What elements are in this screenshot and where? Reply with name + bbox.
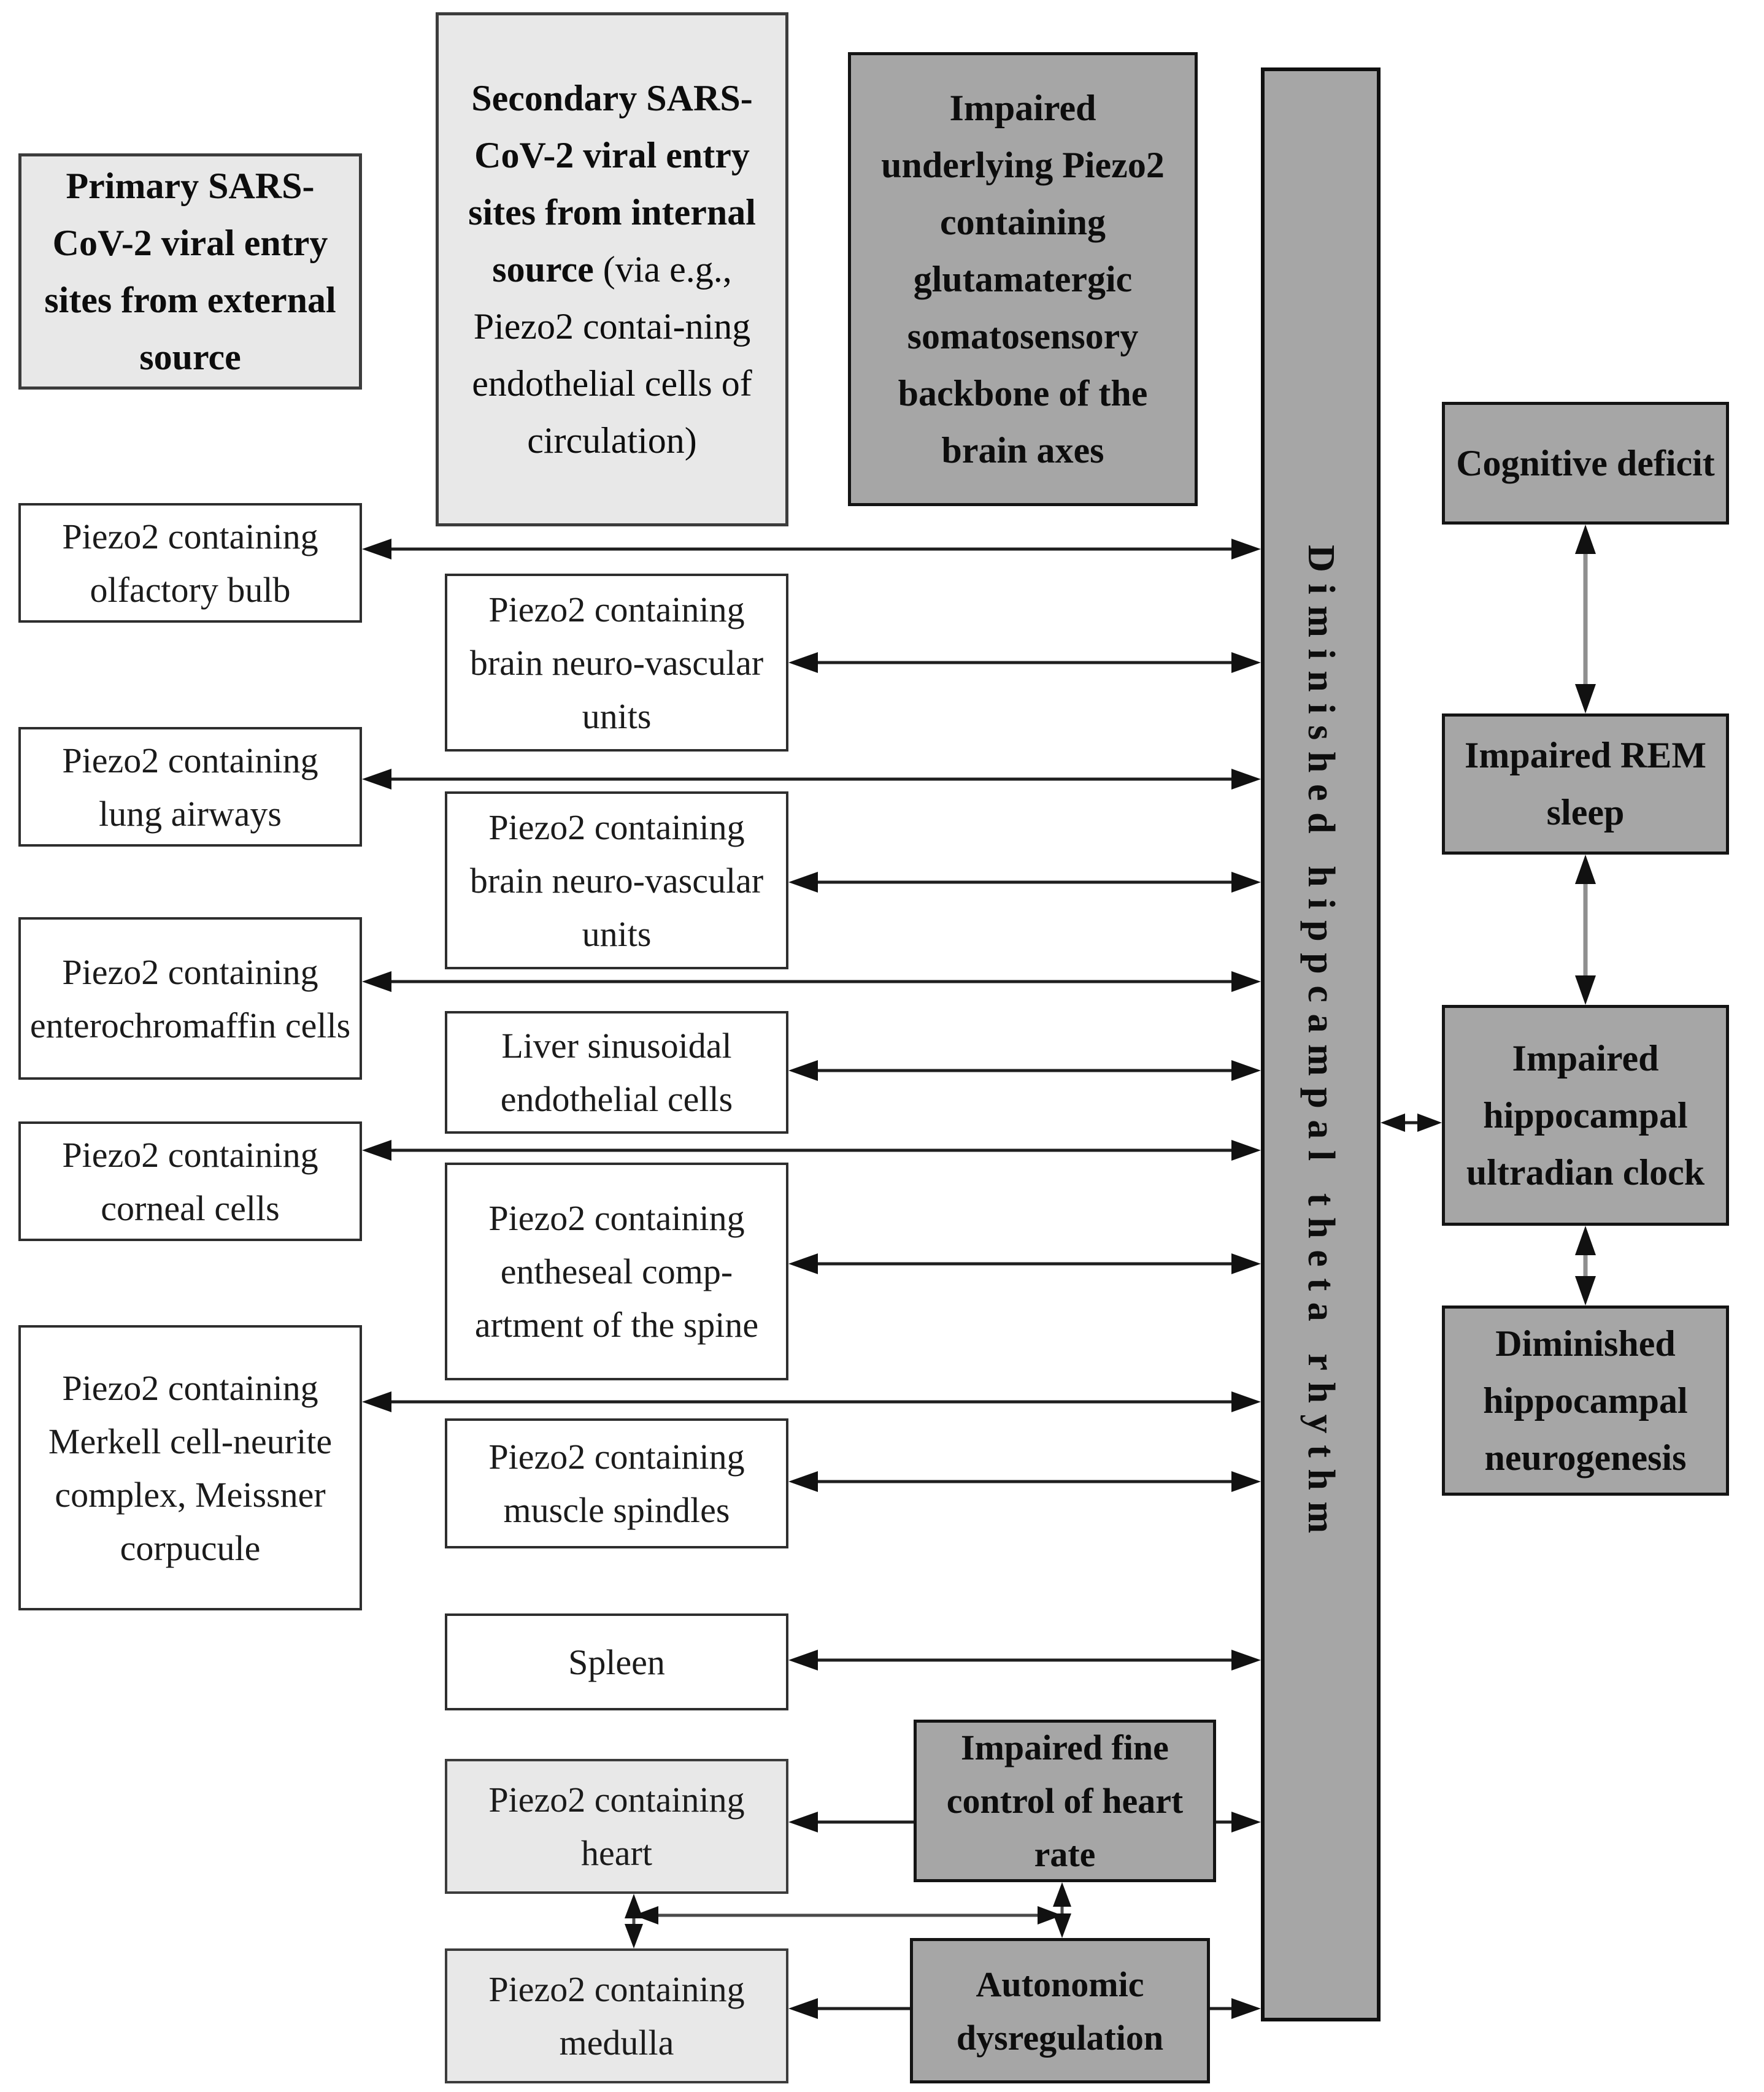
box-impaired-heart-rate-control-label: Impaired fine control of heart rate	[946, 1728, 1184, 1874]
box-muscle-spindles: Piezo2 containing muscle spindles	[445, 1418, 788, 1548]
box-autonomic-dysregulation-label: Autonomic dysregulation	[956, 1964, 1164, 2058]
double-arrow-heart-medulla	[625, 1894, 643, 1948]
box-merkell-meissner: Piezo2 containing Merkell cell-neurite c…	[18, 1325, 362, 1610]
box-spleen: Spleen	[445, 1613, 788, 1710]
box-impaired-ultradian-clock-label: Impaired hippocampal ultradian clock	[1466, 1037, 1705, 1193]
box-enterochromaffin-cells-label: Piezo2 containing enterochromaffin cells	[29, 952, 351, 1045]
central-bar-diminished-theta: Diminished hippcampal theta rhythm	[1261, 67, 1381, 2021]
double-arrow-cognitive-rem	[1575, 525, 1596, 713]
box-impaired-heart-rate-control: Impaired fine control of heart rate	[914, 1720, 1216, 1882]
box-corneal-cells: Piezo2 containing corneal cells	[18, 1121, 362, 1241]
arrow-heartratebox-to-bar	[1216, 1812, 1261, 1832]
secondary-entry-sites-header: Secondary SARS-CoV-2 viral entry sites f…	[436, 12, 788, 526]
secondary-entry-sites-header-label: Secondary SARS-CoV-2 viral entry sites f…	[447, 70, 777, 469]
box-brain-neurovascular-units-1-label: Piezo2 containing brain neuro-vascular u…	[469, 589, 764, 736]
box-cognitive-deficit-label: Cognitive deficit	[1456, 442, 1715, 483]
primary-entry-sites-header: Primary SARS-CoV-2 viral entry sites fro…	[18, 153, 362, 390]
central-bar-label: Diminished hippcampal theta rhythm	[1300, 544, 1342, 1545]
double-arrow-nvu2-to-bar	[788, 872, 1261, 893]
box-corneal-cells-label: Piezo2 containing corneal cells	[62, 1134, 318, 1228]
box-liver-sinusoidal-cells: Liver sinusoidal endothelial cells	[445, 1011, 788, 1134]
impaired-backbone-header: Impaired underlying Piezo2 containing gl…	[848, 52, 1198, 506]
double-arrow-spleen-to-bar	[788, 1650, 1261, 1671]
primary-entry-sites-header-label: Primary SARS-CoV-2 viral entry sites fro…	[44, 165, 336, 377]
box-enterochromaffin-cells: Piezo2 containing enterochromaffin cells	[18, 917, 362, 1080]
double-arrow-junction-link	[634, 1906, 1062, 1925]
box-lung-airways-label: Piezo2 containing lung airways	[62, 740, 318, 834]
double-arrow-liver-to-bar	[788, 1060, 1261, 1081]
box-brain-neurovascular-units-2-label: Piezo2 containing brain neuro-vascular u…	[469, 807, 764, 954]
double-arrow-muscle-to-bar	[788, 1471, 1261, 1492]
arrow-autonomic-to-medulla	[788, 1998, 910, 2019]
arrow-heartratebox-to-heart	[788, 1812, 914, 1832]
box-olfactory-bulb: Piezo2 containing olfactory bulb	[18, 503, 362, 623]
box-entheseal-compartment: Piezo2 containing entheseal comp-artment…	[445, 1163, 788, 1380]
double-arrow-lung-to-bar	[362, 769, 1261, 790]
box-impaired-rem-sleep: Impaired REM sleep	[1442, 713, 1729, 855]
box-entheseal-compartment-label: Piezo2 containing entheseal comp-artment…	[474, 1198, 759, 1345]
double-arrow-olfactory-to-bar	[362, 539, 1261, 560]
double-arrow-entheseal-to-bar	[788, 1253, 1261, 1274]
box-cognitive-deficit: Cognitive deficit	[1442, 402, 1729, 525]
impaired-backbone-header-label: Impaired underlying Piezo2 containing gl…	[881, 87, 1165, 471]
double-arrow-rem-ultradian	[1575, 855, 1596, 1005]
box-merkell-meissner-label: Piezo2 containing Merkell cell-neurite c…	[48, 1367, 333, 1568]
box-heart-label: Piezo2 containing heart	[488, 1780, 745, 1873]
box-spleen-label: Spleen	[568, 1642, 665, 1682]
box-impaired-rem-sleep-label: Impaired REM sleep	[1465, 735, 1706, 833]
secondary-header-bold-text: Secondary SARS-CoV-2 viral entry sites f…	[468, 77, 756, 290]
double-arrow-enterochromaffin-to-bar	[362, 971, 1261, 992]
box-olfactory-bulb-label: Piezo2 containing olfactory bulb	[62, 516, 318, 610]
double-arrow-heartrate-autonomic	[1053, 1882, 1071, 1938]
box-impaired-ultradian-clock: Impaired hippocampal ultradian clock	[1442, 1005, 1729, 1226]
double-arrow-ultradian-neurogenesis	[1575, 1226, 1596, 1306]
box-lung-airways: Piezo2 containing lung airways	[18, 727, 362, 847]
double-arrow-corneal-to-bar	[362, 1140, 1261, 1161]
arrow-autonomic-to-bar	[1210, 1998, 1261, 2019]
box-medulla: Piezo2 containing medulla	[445, 1948, 788, 2083]
box-autonomic-dysregulation: Autonomic dysregulation	[910, 1938, 1210, 2083]
box-brain-neurovascular-units-2: Piezo2 containing brain neuro-vascular u…	[445, 791, 788, 969]
double-arrow-nvu1-to-bar	[788, 652, 1261, 673]
secondary-header-note-text: (via e.g., Piezo2 contai-ning endothelia…	[472, 248, 752, 461]
box-diminished-neurogenesis-label: Diminished hippocampal neurogenesis	[1483, 1323, 1688, 1478]
box-brain-neurovascular-units-1: Piezo2 containing brain neuro-vascular u…	[445, 574, 788, 752]
box-medulla-label: Piezo2 containing medulla	[488, 1969, 745, 2063]
box-diminished-neurogenesis: Diminished hippocampal neurogenesis	[1442, 1306, 1729, 1496]
double-arrow-bar-to-ultradian-clock	[1381, 1113, 1442, 1132]
box-heart: Piezo2 containing heart	[445, 1759, 788, 1894]
double-arrow-merkell-to-bar	[362, 1391, 1261, 1412]
box-liver-sinusoidal-cells-label: Liver sinusoidal endothelial cells	[500, 1026, 733, 1119]
box-muscle-spindles-label: Piezo2 containing muscle spindles	[488, 1437, 745, 1530]
